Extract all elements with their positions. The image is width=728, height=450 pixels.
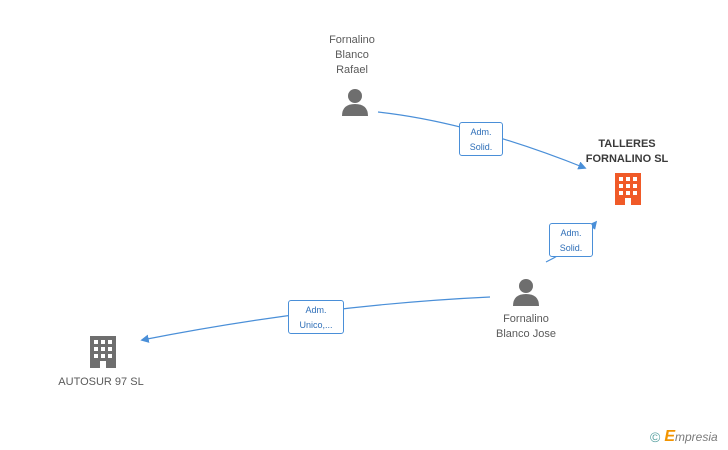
edge-label-jose-talleres[interactable]: Adm. Solid. [549,223,593,257]
brand-name: mpresia [675,430,718,444]
person-icon[interactable] [511,278,541,311]
building-icon[interactable] [87,335,119,374]
copyright-icon: © [650,429,661,445]
edge-label-rafael-talleres[interactable]: Adm. Solid. [459,122,503,156]
building-icon[interactable] [612,172,644,211]
edge-label-jose-autosur[interactable]: Adm. Unico,... [288,300,344,334]
node-label-rafael: Fornalino Blanco Rafael [329,34,375,76]
person-icon[interactable] [340,88,370,121]
node-label-jose: Fornalino Blanco Jose [496,313,556,340]
node-label-talleres: TALLERES FORNALINO SL [585,138,669,165]
brand-initial: E [664,428,675,445]
brand-footer: © E mpresia [650,428,718,446]
node-label-autosur: AUTOSUR 97 SL [58,376,144,388]
